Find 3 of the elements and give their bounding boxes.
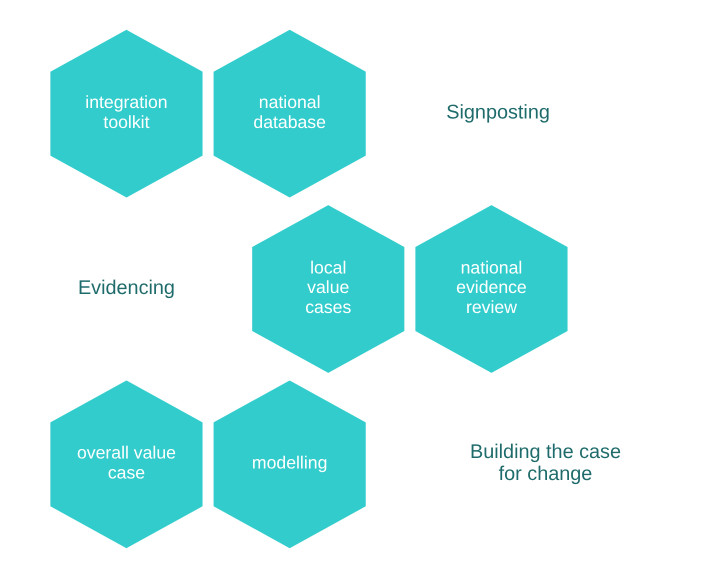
label: Evidencing [78, 276, 175, 299]
label: Building the case for change [470, 441, 622, 486]
label: Signposting [446, 102, 550, 124]
